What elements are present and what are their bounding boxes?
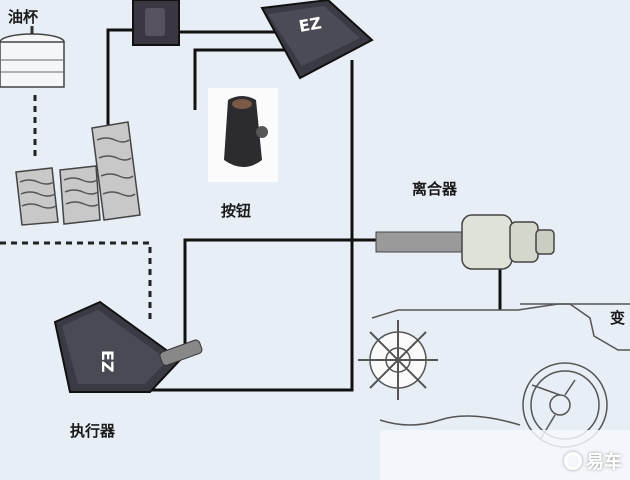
clutch-device (375, 214, 555, 270)
watermark: 易车 (564, 448, 622, 474)
actuator-badge: EZ (98, 350, 117, 373)
wiring (106, 28, 502, 392)
ecu-unit: EZ (260, 0, 374, 80)
gearbox-outline (358, 303, 630, 448)
pedals (15, 121, 141, 226)
button-device (208, 88, 278, 182)
switch-box (132, 0, 180, 46)
actuator-device: EZ (53, 300, 203, 393)
actuator-label: 执行器 (70, 422, 116, 440)
clutch-label: 离合器 (412, 180, 458, 198)
watermark-logo-icon (564, 452, 582, 470)
transmission-label: 变 (610, 309, 626, 327)
oil-cup (0, 26, 65, 88)
oil-cup-label: 油杯 (8, 8, 39, 26)
hydraulic-dashed-lines (0, 95, 152, 320)
ecu-badge: EZ (297, 13, 322, 36)
watermark-text: 易车 (586, 452, 622, 473)
button-label: 按钮 (221, 202, 252, 220)
